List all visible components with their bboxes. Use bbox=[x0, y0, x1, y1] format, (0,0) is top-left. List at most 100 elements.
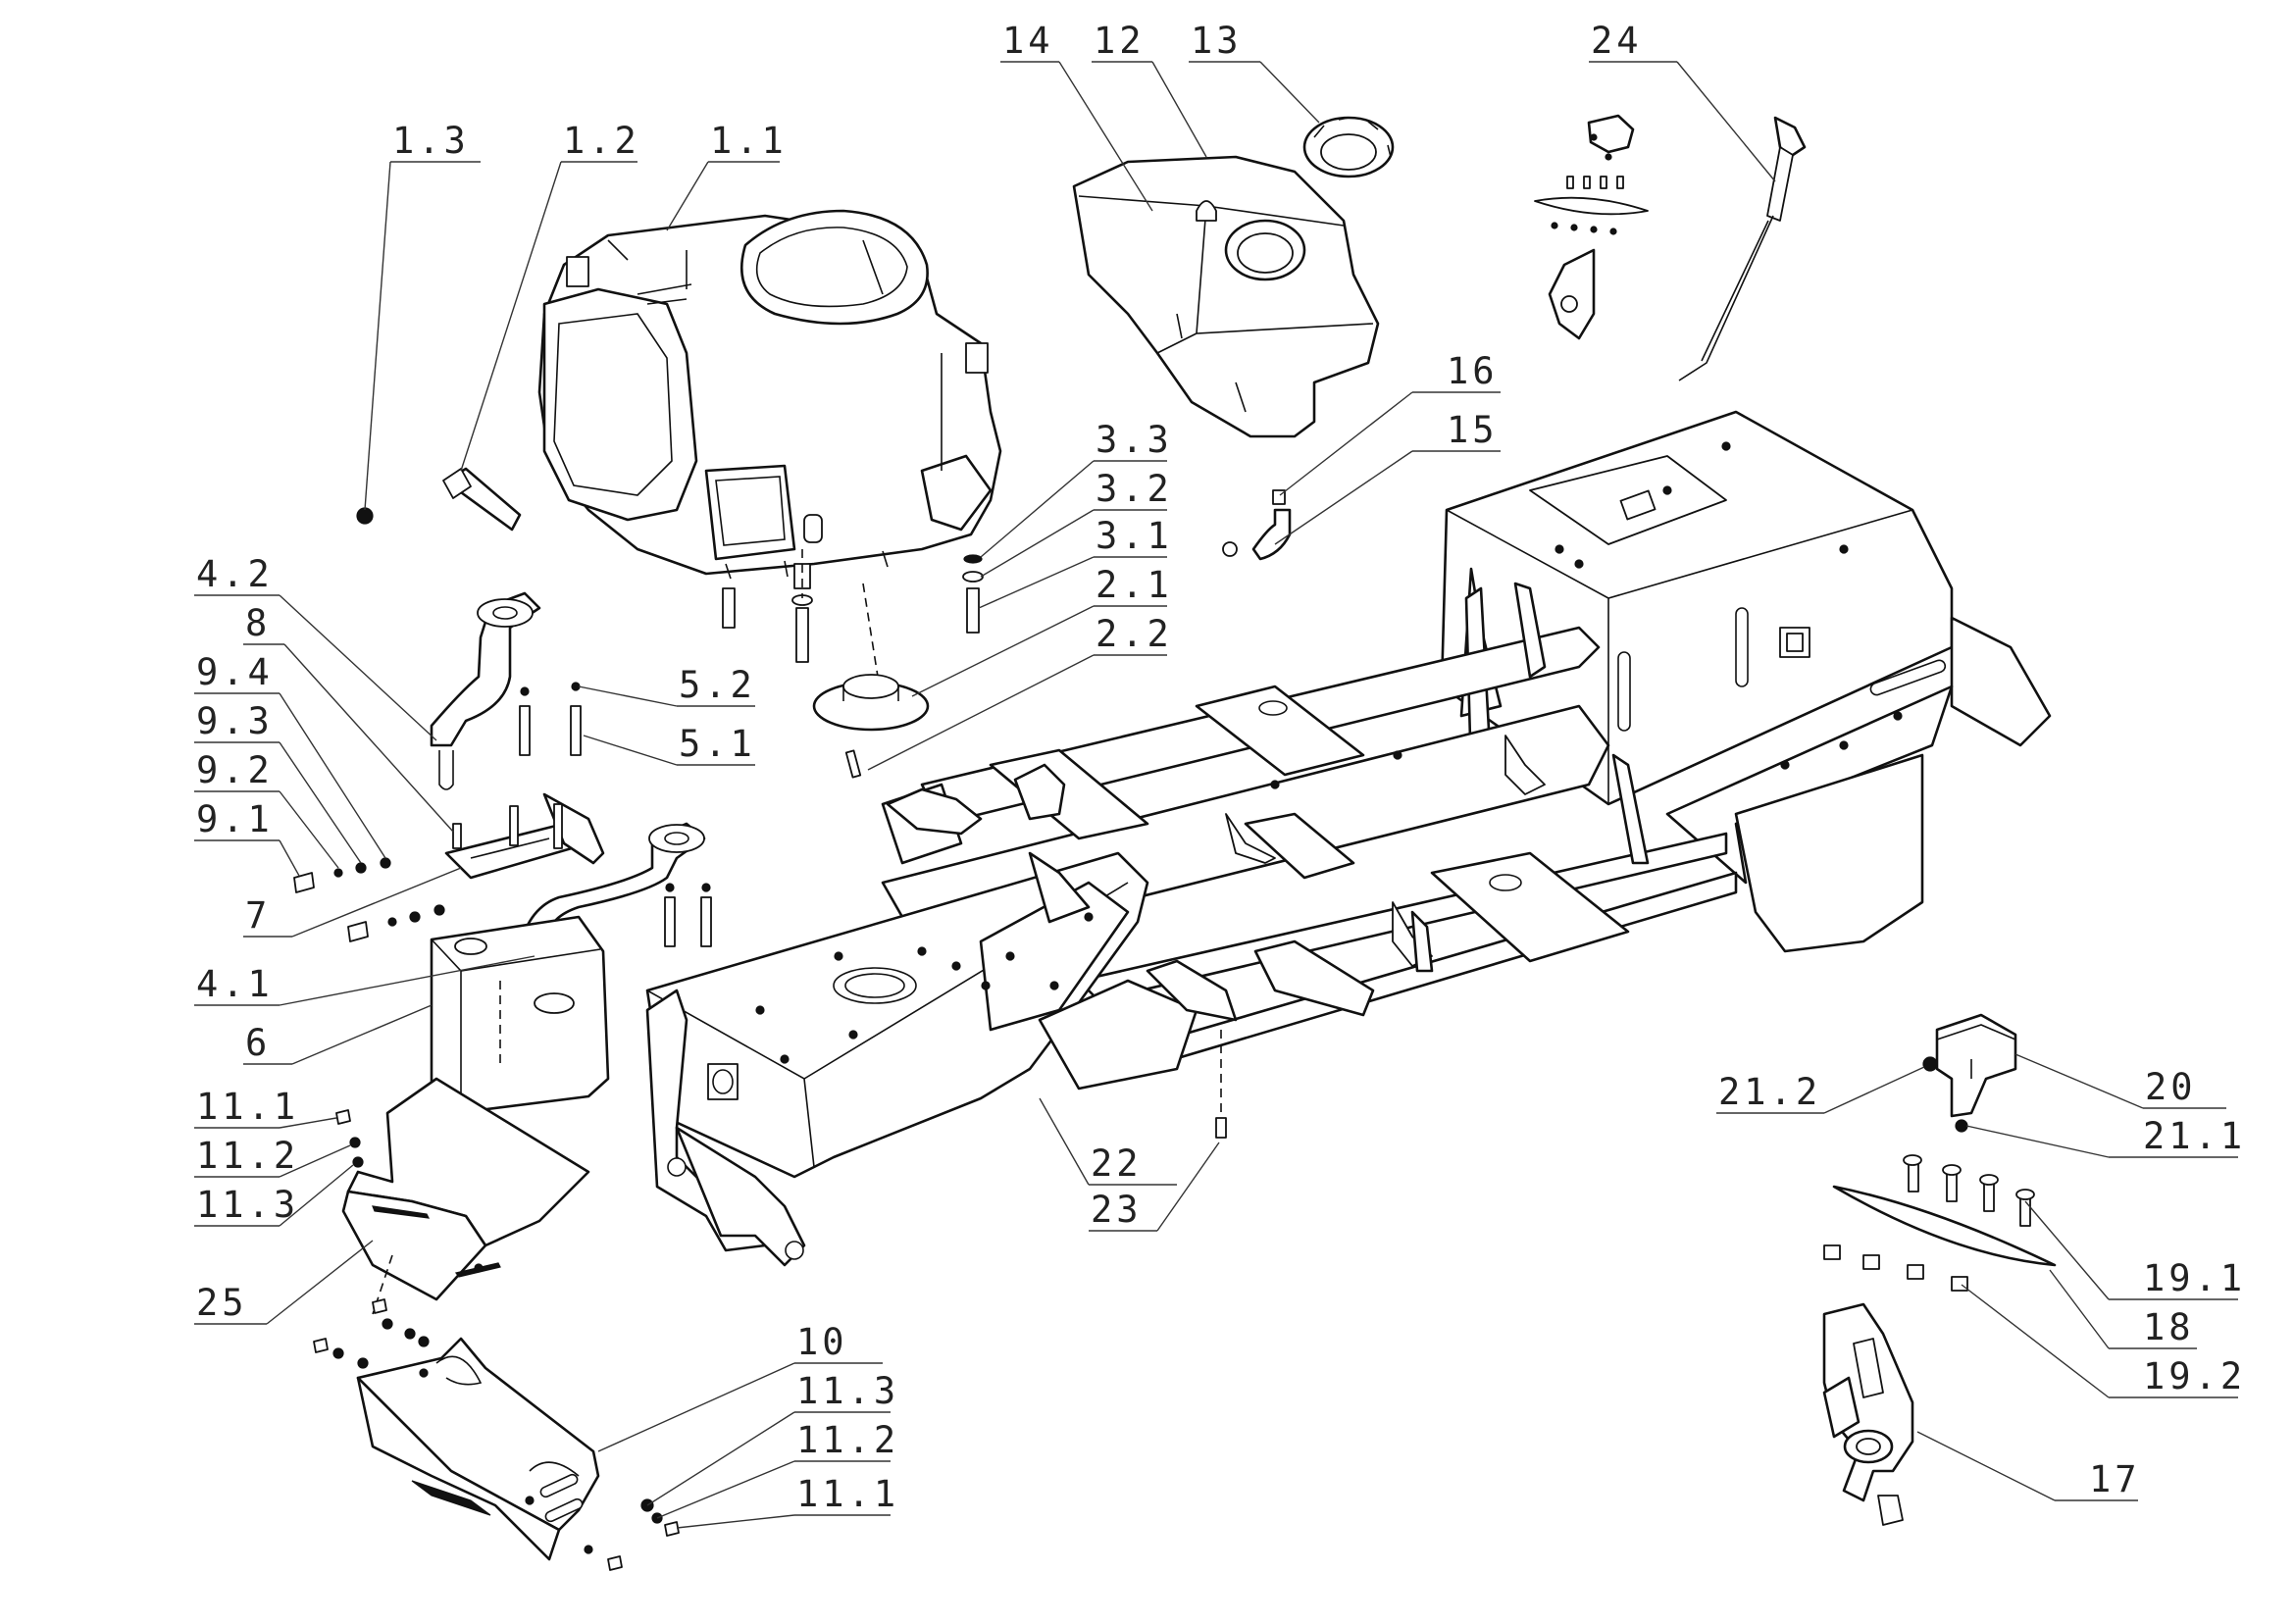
callout-label-10: 10 bbox=[796, 1321, 848, 1363]
callout-label-11-1-left: 11.1 bbox=[196, 1086, 299, 1128]
callout-label-1-2: 1.2 bbox=[563, 120, 640, 162]
callout-1-2: 1.2 bbox=[460, 120, 640, 472]
callouts-layer: 1.3 1.2 1.1 14 12 13 bbox=[194, 20, 2246, 1529]
callout-label-11-2-right: 11.2 bbox=[796, 1419, 899, 1461]
callout-label-16: 16 bbox=[1447, 350, 1499, 392]
callout-label-1-3: 1.3 bbox=[392, 120, 470, 162]
callout-10: 10 bbox=[597, 1321, 883, 1452]
pin-23 bbox=[1215, 1030, 1227, 1139]
callout-2-2: 2.2 bbox=[867, 613, 1173, 771]
callout-label-9-1: 9.1 bbox=[196, 798, 274, 840]
callout-23: 23 bbox=[1089, 1142, 1220, 1232]
callout-label-4-2: 4.2 bbox=[196, 553, 274, 595]
callout-13: 13 bbox=[1189, 20, 1320, 124]
callout-label-9-2: 9.2 bbox=[196, 749, 274, 791]
callout-17: 17 bbox=[1916, 1431, 2141, 1501]
plate-18 bbox=[1823, 1154, 2057, 1292]
callout-label-2-2: 2.2 bbox=[1096, 613, 1173, 655]
callout-11-1-right: 11.1 bbox=[676, 1473, 899, 1529]
callout-6: 6 bbox=[243, 1004, 433, 1065]
callout-label-11-1-right: 11.1 bbox=[796, 1473, 899, 1515]
callout-1-3: 1.3 bbox=[364, 120, 481, 511]
callout-9-1: 9.1 bbox=[194, 798, 300, 877]
main-frame-22 bbox=[645, 410, 2052, 1267]
callout-label-20: 20 bbox=[2145, 1066, 2197, 1108]
callout-16: 16 bbox=[1279, 350, 1501, 496]
callout-8: 8 bbox=[243, 602, 454, 833]
callout-label-19-1: 19.1 bbox=[2143, 1257, 2246, 1299]
fuel-cap-13 bbox=[1302, 116, 1395, 178]
callout-label-14: 14 bbox=[1002, 20, 1054, 62]
callout-label-25: 25 bbox=[196, 1282, 248, 1324]
muffler-6 bbox=[430, 915, 610, 1115]
callout-11-1-left: 11.1 bbox=[194, 1086, 337, 1129]
callout-label-12: 12 bbox=[1094, 20, 1146, 62]
callout-label-18: 18 bbox=[2143, 1306, 2195, 1348]
callout-label-21-1: 21.1 bbox=[2143, 1115, 2246, 1157]
bolts-5 bbox=[519, 682, 712, 947]
callout-label-6: 6 bbox=[245, 1022, 271, 1064]
callout-4-2: 4.2 bbox=[194, 553, 437, 741]
callout-label-15: 15 bbox=[1447, 409, 1499, 451]
callout-11-2-right: 11.2 bbox=[656, 1419, 899, 1519]
throttle-cable-24 bbox=[1678, 116, 1807, 381]
callout-21-2: 21.2 bbox=[1716, 1066, 1925, 1114]
pulley-2-1 bbox=[812, 674, 930, 732]
callout-label-3-3: 3.3 bbox=[1096, 419, 1173, 461]
callout-label-5-2: 5.2 bbox=[679, 664, 756, 706]
callout-21-1: 21.1 bbox=[1965, 1115, 2246, 1158]
hardware-10-left bbox=[313, 1298, 430, 1369]
hardware-9 bbox=[293, 857, 445, 942]
engine-part bbox=[537, 209, 1002, 589]
hose-15 bbox=[1222, 508, 1292, 561]
callout-label-23: 23 bbox=[1091, 1189, 1143, 1231]
callout-5-2: 5.2 bbox=[578, 664, 756, 707]
callout-3-3: 3.3 bbox=[980, 419, 1173, 558]
callout-label-17: 17 bbox=[2089, 1458, 2141, 1500]
lower-shield-10 bbox=[356, 1337, 600, 1561]
throttle-assembly-small bbox=[1534, 114, 1649, 340]
hardware-11-left bbox=[335, 1109, 364, 1168]
callout-label-9-4: 9.4 bbox=[196, 651, 274, 693]
exhaust-pipe-4-2 bbox=[430, 591, 541, 790]
hardware-11-right bbox=[584, 1498, 680, 1571]
callout-label-8: 8 bbox=[245, 602, 271, 644]
heat-shield-25 bbox=[341, 1077, 590, 1301]
callout-19-1: 19.1 bbox=[2024, 1200, 2246, 1300]
callout-15: 15 bbox=[1274, 409, 1501, 545]
key-2-2 bbox=[844, 749, 862, 779]
fuel-tank-part bbox=[1072, 155, 1380, 438]
callout-label-21-2: 21.2 bbox=[1718, 1071, 1821, 1113]
callout-label-11-3-left: 11.3 bbox=[196, 1184, 299, 1226]
callout-label-2-1: 2.1 bbox=[1096, 564, 1173, 606]
callout-3-1: 3.1 bbox=[978, 515, 1173, 609]
callout-12: 12 bbox=[1092, 20, 1207, 158]
callout-4-1: 4.1 bbox=[194, 955, 535, 1006]
callout-label-7: 7 bbox=[245, 894, 271, 937]
callout-3-2: 3.2 bbox=[980, 468, 1169, 578]
callout-2-1: 2.1 bbox=[911, 564, 1173, 697]
callout-9-4: 9.4 bbox=[194, 651, 386, 859]
callout-5-1: 5.1 bbox=[583, 723, 755, 766]
callout-label-24: 24 bbox=[1591, 20, 1643, 62]
callout-11-2-left: 11.2 bbox=[194, 1135, 351, 1178]
pivot-arm-17 bbox=[1822, 1302, 1914, 1526]
nut-1-3 bbox=[356, 507, 374, 525]
callout-9-3: 9.3 bbox=[194, 700, 362, 864]
callout-label-13: 13 bbox=[1191, 20, 1243, 62]
callout-20: 20 bbox=[2014, 1053, 2226, 1109]
callout-25: 25 bbox=[194, 1240, 374, 1325]
callout-11-3-right: 11.3 bbox=[646, 1370, 895, 1506]
callout-label-3-1: 3.1 bbox=[1096, 515, 1173, 557]
callout-label-4-1: 4.1 bbox=[196, 963, 274, 1005]
callout-1-1: 1.1 bbox=[666, 120, 784, 231]
callout-label-11-2-left: 11.2 bbox=[196, 1135, 299, 1177]
callout-label-22: 22 bbox=[1091, 1142, 1143, 1185]
callout-14: 14 bbox=[1000, 20, 1153, 212]
callout-11-3-left: 11.3 bbox=[194, 1164, 354, 1227]
block-20 bbox=[1922, 1013, 2017, 1133]
gasket-plate-7 bbox=[444, 792, 605, 880]
bolt-1-2 bbox=[442, 467, 522, 532]
callout-label-9-3: 9.3 bbox=[196, 700, 274, 742]
